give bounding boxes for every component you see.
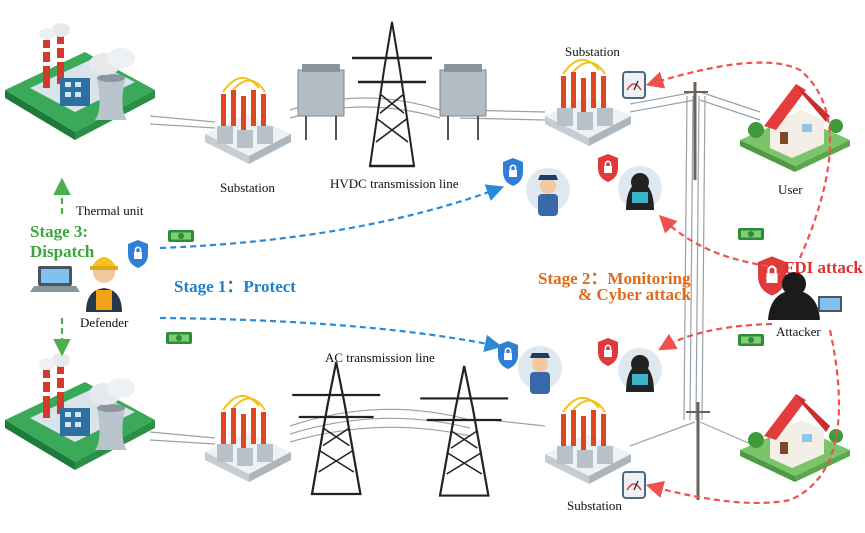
stage3-title: Stage 3:	[30, 222, 89, 241]
arrow-fdi-top	[645, 61, 831, 259]
stage2-label-line2: & Cyber attack	[578, 285, 691, 304]
shield-icon-protect-bottom	[497, 340, 519, 370]
label-thermal-unit: Thermal unit	[76, 203, 144, 218]
money-icon-defender-bottom	[166, 332, 192, 344]
substation-top-right	[544, 58, 632, 147]
stage2-label-line1: Stage 2：Monitoring	[538, 269, 691, 288]
utility-pole-top	[684, 82, 708, 180]
substation-top-left	[204, 76, 292, 165]
label-attacker: Attacker	[776, 324, 821, 339]
label-substation-top-left: Substation	[220, 180, 275, 195]
user-house-bottom	[740, 394, 850, 482]
hacker-icon-bottom	[618, 348, 662, 392]
lock-shield-icon-attack-bottom	[597, 337, 619, 367]
arrow-cyber-attack-bottom	[658, 322, 773, 351]
hvdc-tower	[350, 20, 434, 168]
label-user: User	[778, 182, 803, 197]
hacker-icon-top	[618, 166, 662, 210]
lock-shield-icon-attack-top	[597, 153, 619, 183]
arrow-protect-top	[159, 184, 505, 250]
money-icon-attacker-top	[738, 228, 764, 240]
user-house-top	[740, 84, 850, 172]
thermal-plant-top	[5, 23, 155, 140]
hvdc-converter-right	[439, 64, 487, 140]
stage1-label: Stage 1：Protect	[174, 277, 296, 296]
arrow-protect-bottom	[159, 316, 503, 352]
hvdc-converter-left	[297, 64, 345, 140]
money-icon-defender-top	[168, 230, 194, 242]
arrow-fdi-bottom	[645, 329, 840, 504]
label-substation-top-right: Substation	[565, 44, 620, 59]
meter-icon-top	[622, 71, 646, 99]
meter-icon-bottom	[622, 471, 646, 499]
label-defender: Defender	[80, 315, 129, 330]
money-icon-attacker-bottom	[738, 334, 764, 346]
utility-pole-bottom	[686, 402, 710, 500]
label-ac-line: AC transmission line	[325, 350, 435, 365]
defender-figure	[30, 257, 122, 312]
police-icon-top	[526, 168, 570, 216]
shield-icon-protect-top	[502, 157, 524, 187]
label-hvdc-line: HVDC transmission line	[330, 176, 459, 191]
fdi-attack-label: FDI attack	[784, 258, 863, 277]
police-icon-bottom	[518, 346, 562, 394]
label-substation-bottom-right: Substation	[567, 498, 622, 513]
ac-tower-right	[419, 364, 510, 497]
lock-shield-icon-fdi	[756, 255, 788, 297]
substation-bottom-left	[204, 394, 292, 483]
attacker-figure	[768, 272, 842, 320]
substation-bottom-right	[544, 396, 632, 485]
arrow-cyber-attack-top	[658, 214, 769, 268]
thermal-plant-bottom	[5, 353, 155, 470]
stage3-subtitle: Dispatch	[30, 242, 95, 261]
shield-icon-defender	[127, 239, 149, 269]
